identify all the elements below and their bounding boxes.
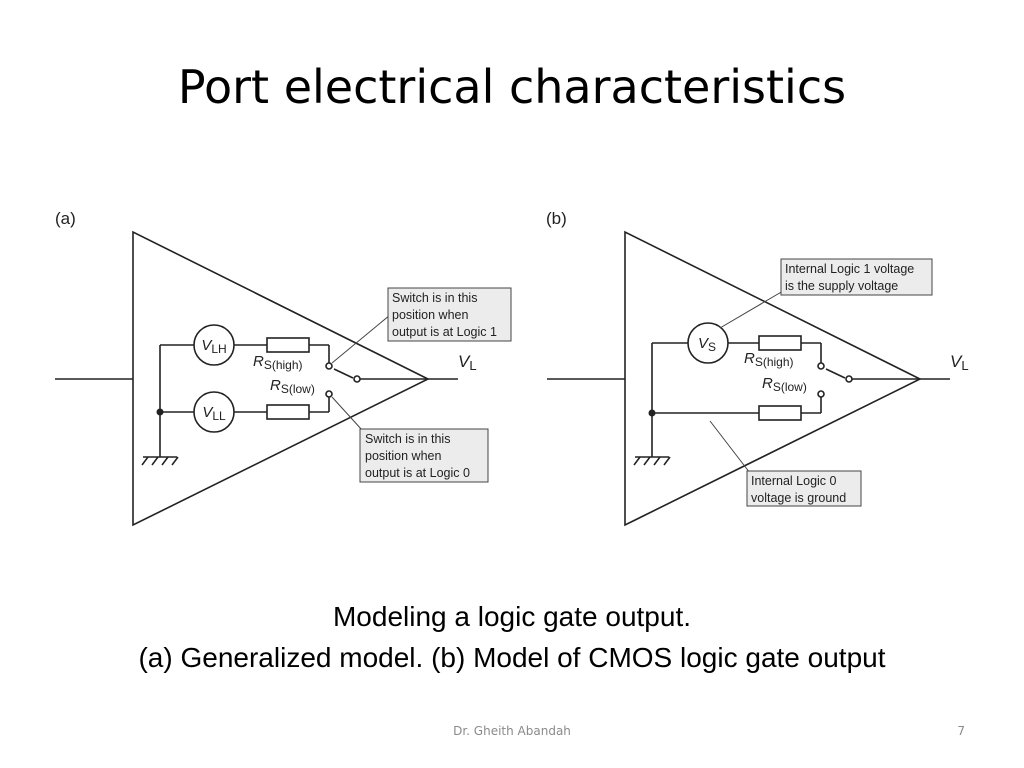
caption-line-2: (a) Generalized model. (b) Model of CMOS… [138,642,886,673]
diagram-b: (b) VL VS RS(high) RS(low) [546,209,969,527]
note-supply-line-1-b: Internal Logic 1 voltage [785,262,914,276]
switch-contact-low-a [325,390,333,398]
note-supply-line-2-b: is the supply voltage [785,279,898,293]
output-label-b: VL [950,352,969,373]
leader-ground-b [709,420,751,474]
switch-pivot-b [845,375,853,383]
r-high-label-a: RS(high) [253,353,303,372]
note-box-supply-b [780,258,933,296]
note-low-line-1-a: Switch is in this [365,432,450,446]
switch-arm-b [825,368,846,379]
resistor-low-a [266,404,310,420]
leader-low-a [331,396,363,431]
resistor-high-b [758,335,802,351]
switch-contact-high-b [817,362,825,370]
switch-contact-high-a [325,362,333,370]
note-low-line-3-a: output is at Logic 0 [365,466,470,480]
junction-dot-b [648,409,656,417]
note-box-ground-b [746,470,862,507]
switch-arm-a [333,368,354,379]
panel-label-b: (b) [546,209,567,228]
source-low-label-a: VLL [202,404,226,423]
output-label-a: VL [458,352,477,373]
note-ground-line-1-b: Internal Logic 0 [751,474,837,488]
r-high-label-b: RS(high) [744,350,794,369]
resistor-low-b [758,405,802,421]
source-high-label-a: VLH [201,337,226,356]
junction-dot-a [156,408,164,416]
note-high-line-1-a: Switch is in this [392,291,477,305]
slide-title: Port electrical characteristics [177,60,847,114]
ground-symbol-a [141,456,179,466]
note-box-high-a [387,287,512,342]
caption-line-1: Modeling a logic gate output. [332,601,692,632]
figure-caption: Modeling a logic gate output. (a) Genera… [0,596,1024,678]
r-low-label-b: RS(low) [762,375,807,394]
page-number: 7 [957,724,965,738]
note-high-line-2-a: position when [392,308,468,322]
switch-contact-low-b [817,390,825,398]
note-ground-line-2-b: voltage is ground [751,491,846,505]
logic-gate-output-diagram: (a) VL VLH RS(high) VLL [55,209,969,527]
switch-pivot-a [353,375,361,383]
panel-label-a: (a) [55,209,76,228]
leader-high-a [331,314,391,364]
diagram-a: (a) VL VLH RS(high) VLL [55,209,512,527]
r-low-label-a: RS(low) [270,377,315,396]
note-high-line-3-a: output is at Logic 1 [392,325,497,339]
note-low-line-2-a: position when [365,449,441,463]
footer-author: Dr. Gheith Abandah [453,724,571,738]
note-box-low-a [359,428,489,483]
leader-supply-b [719,290,784,329]
ground-symbol-b [633,456,671,466]
resistor-high-a [266,337,310,353]
source-label-b: VS [698,335,716,354]
